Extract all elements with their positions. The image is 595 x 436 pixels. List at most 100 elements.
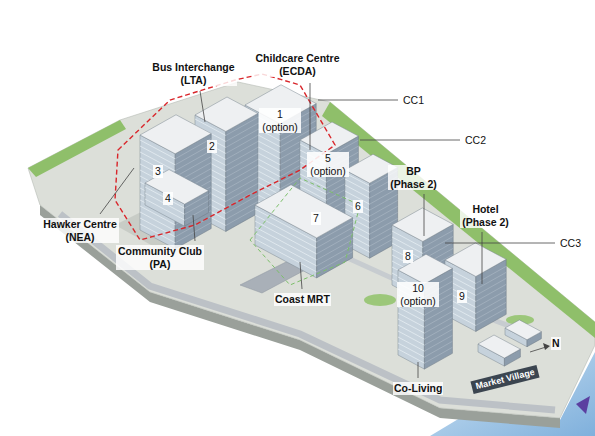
leader-line [418, 362, 419, 378]
floor-line [370, 188, 398, 204]
building-roof [505, 320, 541, 340]
building-number: 4 [163, 192, 173, 205]
floor-line [345, 179, 370, 192]
section-label: CC3 [559, 237, 582, 250]
facility-label: Community Club (PA) [116, 245, 204, 270]
building-number: 6 [353, 200, 363, 213]
building [505, 320, 541, 347]
floor-line [398, 331, 424, 345]
floor-line [175, 157, 211, 177]
floor-line [140, 140, 175, 159]
floor-line [424, 335, 452, 351]
floor-line [398, 337, 424, 351]
floor-line [424, 323, 452, 339]
building [255, 185, 353, 278]
building [140, 115, 211, 249]
leader-line [310, 83, 311, 150]
road [60, 214, 555, 410]
floor-line [398, 307, 424, 321]
floor-line [424, 305, 452, 321]
floor-line [398, 343, 424, 357]
floor-line [423, 230, 453, 247]
floor-line [185, 207, 209, 221]
building-number: 5 (option) [307, 152, 349, 177]
north-arrowhead [543, 343, 550, 350]
floor-line [226, 117, 258, 135]
building-roof [392, 208, 453, 242]
outlines [115, 74, 360, 285]
floor-line [317, 222, 353, 242]
building-roof [195, 97, 258, 131]
floor-line [370, 200, 398, 216]
leaders [100, 83, 555, 378]
green-strip [322, 102, 595, 338]
buildings [140, 85, 541, 369]
landscape [364, 294, 396, 306]
section-label: CC2 [464, 134, 487, 147]
floor-line [255, 215, 317, 248]
floor-line [476, 266, 506, 283]
phase-boundary [115, 74, 335, 240]
floor-line [317, 240, 353, 260]
floor-line [392, 231, 423, 247]
floor-line [424, 347, 452, 363]
ground [28, 82, 595, 418]
building-roof [140, 115, 211, 154]
building-number: 10 (option) [397, 282, 439, 307]
north-arrow [530, 347, 546, 352]
leader-line [300, 262, 302, 289]
leader-line [424, 194, 425, 236]
floor-line [398, 349, 424, 363]
section-label: CC1 [402, 94, 425, 107]
floor-line [140, 218, 175, 237]
floor-line [424, 311, 452, 327]
floor-line [370, 206, 398, 222]
floor-line [255, 233, 317, 266]
facility-label: Co-Living [393, 382, 443, 395]
building [445, 243, 506, 332]
building-number: 7 [311, 212, 321, 225]
floor-line [255, 221, 317, 254]
facility-label: BP (Phase 2) [388, 165, 439, 190]
compass-label: N [551, 337, 561, 350]
facility-label: Hotel (Phase 2) [460, 203, 511, 228]
floor-line [140, 224, 175, 243]
leader-line [100, 168, 134, 214]
facility-label: Hawker Centre (NEA) [41, 218, 119, 243]
floor-line [185, 201, 209, 215]
floor-line [175, 151, 211, 171]
building [398, 254, 452, 369]
floor-line [424, 341, 452, 357]
floor-line [140, 146, 175, 165]
facility-label: Childcare Centre (ECDA) [253, 52, 342, 77]
facility-label: Coast MRT [274, 293, 331, 306]
building-number: 2 [207, 140, 217, 153]
floor-line [255, 209, 317, 242]
leader-line [200, 91, 205, 122]
facility-label: Bus Interchange (LTA) [150, 61, 237, 86]
building-number: 8 [403, 250, 413, 263]
floor-line [424, 329, 452, 345]
mrt-boundary [250, 178, 360, 285]
building-face [226, 113, 258, 231]
floor-line [317, 234, 353, 254]
building-number: 3 [153, 165, 163, 178]
floor-line [370, 194, 398, 210]
leader-line [193, 215, 195, 241]
floor-line [145, 187, 185, 208]
green-strip [28, 120, 126, 177]
floor-line [424, 317, 452, 333]
floor-line [317, 228, 353, 248]
floor-line [398, 319, 424, 333]
floor-line [345, 185, 370, 198]
corner-mark [576, 396, 590, 414]
floor-line [185, 195, 209, 209]
building [145, 170, 209, 227]
floor-line [175, 145, 211, 165]
floor-line [317, 246, 353, 266]
leader-line [318, 100, 398, 101]
building-number: 1 (option) [259, 108, 301, 133]
floor-line [145, 193, 185, 214]
